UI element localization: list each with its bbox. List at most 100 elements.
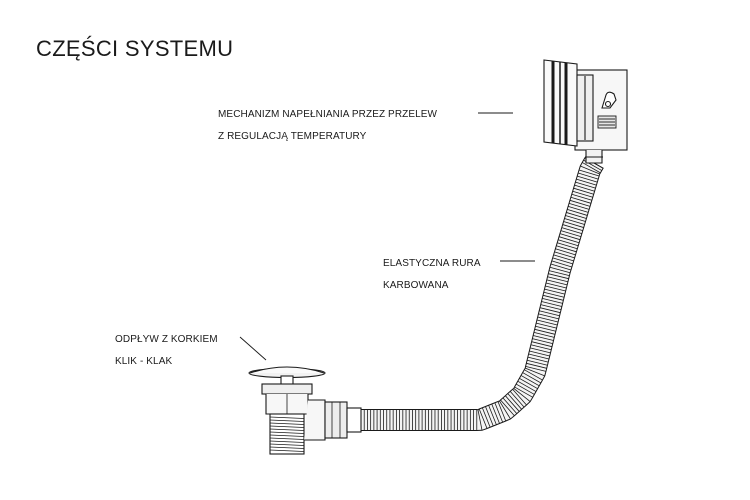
hose-rib (536, 319, 558, 326)
hose-rib (568, 202, 590, 210)
hose-rib (572, 190, 593, 198)
hose-rib (553, 254, 574, 262)
plug-cap-top (249, 366, 325, 374)
overflow-filler-mechanism (543, 59, 628, 164)
hose-rib (555, 248, 576, 256)
hose-rib (520, 375, 540, 387)
hose-rib (494, 402, 504, 423)
knob-base (597, 115, 617, 129)
hose-rib (549, 266, 571, 274)
hose-rib (548, 270, 570, 276)
label-corrugated-hose: ELASTYCZNA RURA KARBOWANA (383, 247, 481, 302)
hose-rib (500, 399, 515, 416)
hose-rib (485, 406, 494, 427)
hose-rib (513, 388, 531, 402)
hose-rib (539, 310, 560, 317)
hose-rib (497, 401, 507, 422)
hose-rib (524, 369, 543, 381)
hose-rib (522, 372, 542, 384)
hose-rib (481, 407, 491, 428)
hose-rib (488, 405, 497, 425)
thread-line (269, 434, 305, 437)
hose-rib (546, 279, 568, 286)
hose-rib (578, 172, 599, 180)
hose-rib (534, 328, 556, 335)
hose-rib (519, 377, 538, 390)
hose-rib (578, 169, 600, 177)
thread-line (269, 443, 305, 446)
hose-rib (538, 313, 559, 320)
hose-rib (550, 263, 572, 271)
hose-rib (533, 335, 554, 341)
hose-rib (577, 175, 598, 183)
hose-rib (536, 322, 557, 329)
hose-rib (499, 400, 511, 420)
hose-rib (517, 380, 537, 392)
hose-rib (526, 359, 548, 366)
hose-connector (346, 407, 362, 433)
hose-rib (568, 205, 589, 213)
thread-line (269, 437, 305, 440)
hose-rib (525, 366, 547, 372)
hose-rib (514, 386, 533, 398)
hose-rib (541, 301, 562, 307)
hose-rib (537, 316, 559, 323)
hose-rib (544, 288, 565, 295)
hose-rib (556, 245, 577, 253)
hose-rib (559, 233, 581, 241)
hose-rib (532, 338, 553, 344)
label-corrugated-hose-line2: KARBOWANA (383, 280, 449, 291)
drain-threads (269, 416, 305, 452)
thread-line (269, 446, 305, 449)
hose-rib (509, 391, 525, 408)
hose-rib (477, 409, 483, 431)
label-overflow-filler: MECHANIZM NAPEŁNIANIA PRZEZ PRZELEW Z RE… (218, 98, 437, 153)
click-clack-drain (248, 366, 362, 455)
hose-rib (542, 294, 564, 301)
hose-rib (505, 395, 520, 412)
hose-rib (580, 165, 600, 175)
hose-rib (530, 347, 551, 354)
hose-rib (566, 212, 587, 219)
thread-line (269, 419, 305, 422)
thread-line (269, 440, 305, 443)
hose-rib (533, 332, 555, 338)
hose-rib (565, 215, 586, 222)
hose-rib (507, 393, 522, 410)
hose-rib (558, 236, 580, 244)
hose-rib (478, 408, 488, 429)
hose-rib (561, 227, 582, 235)
hose-rib (562, 224, 583, 231)
hose-rib (539, 307, 561, 314)
hose-rib (540, 304, 562, 310)
hose-rib (529, 350, 550, 357)
hose-rib (525, 367, 545, 377)
hose-outline (360, 157, 604, 431)
drain-nut (324, 401, 348, 439)
hose-rib (535, 325, 556, 332)
thread-line (269, 449, 305, 452)
hose-rib (527, 356, 549, 363)
hose-rib (530, 344, 552, 351)
drain-flange (261, 383, 313, 395)
hose-rib (582, 162, 601, 174)
thread-line (269, 425, 305, 428)
page-title: CZĘŚCI SYSTEMU (36, 36, 234, 61)
hose-rib (570, 196, 592, 204)
hose-rib (547, 276, 569, 283)
label-click-clack-drain-line2: KLIK - KLAK (115, 356, 173, 367)
hose-rib (502, 397, 518, 414)
hose-rib (560, 230, 582, 238)
hose-rib (545, 282, 567, 289)
hose-rib (512, 389, 527, 406)
thread-line (269, 416, 305, 419)
label-click-clack-drain: ODPŁYW Z KORKIEM KLIK - KLAK (115, 323, 218, 378)
thread-line (269, 428, 305, 431)
thread-line (269, 431, 305, 434)
leader-line-drain (239, 336, 267, 361)
corrugated-hose (360, 157, 604, 431)
hose-rib (558, 239, 579, 247)
hose-rib (569, 199, 591, 207)
hose-rib (515, 383, 535, 395)
